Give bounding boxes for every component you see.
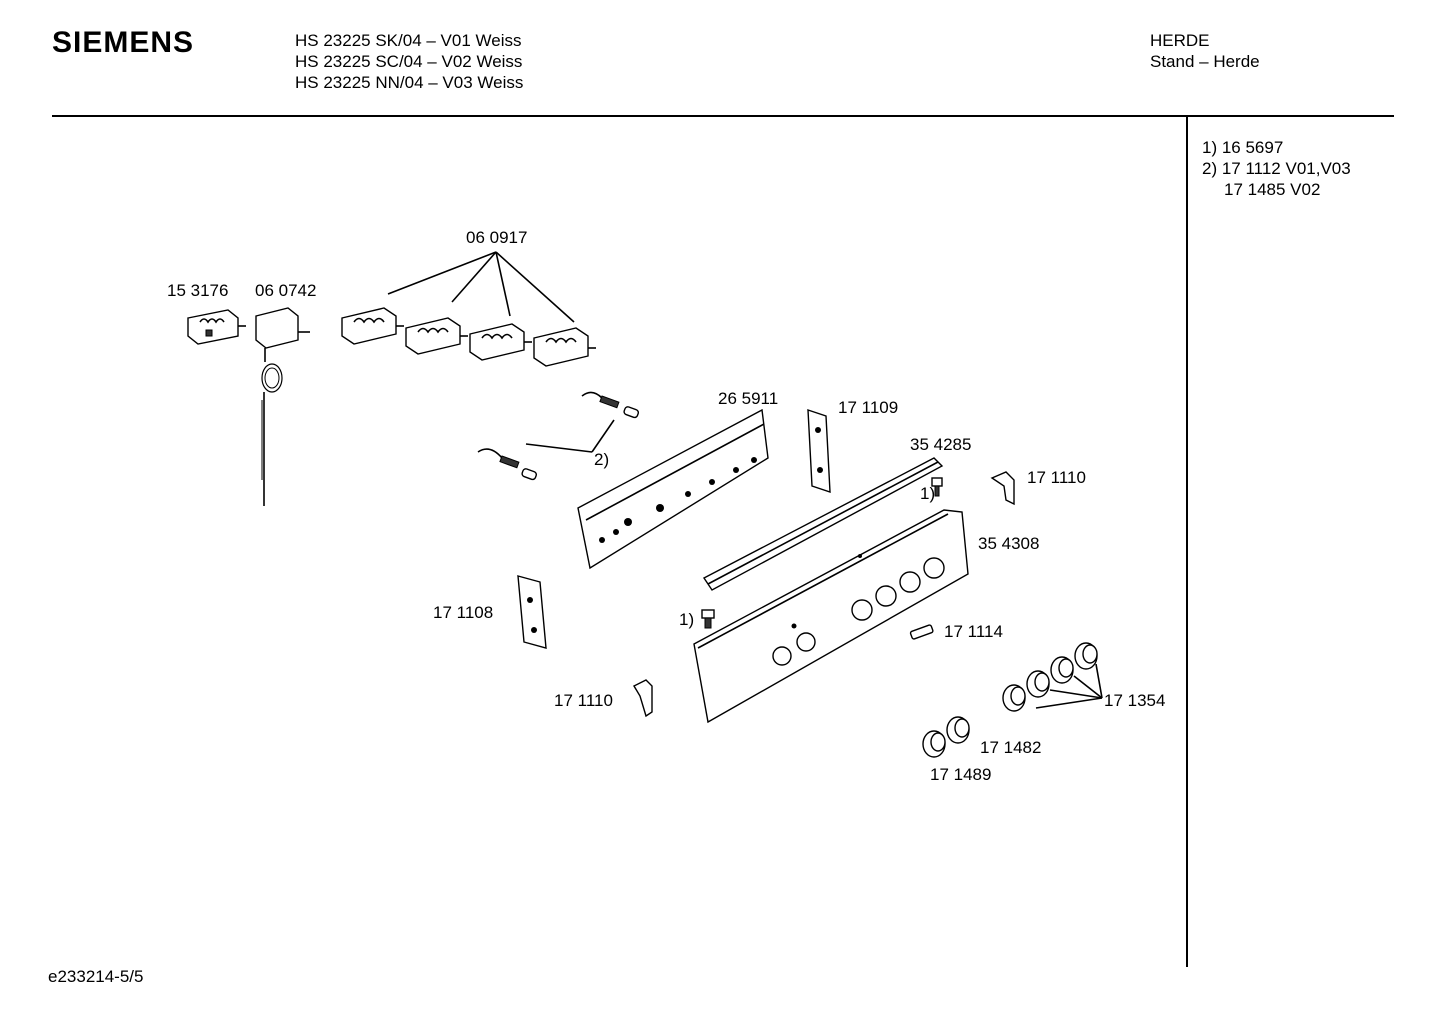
knob-171354-c[interactable] [1050,656,1074,684]
knob-171482[interactable] [946,716,970,744]
footer-code: e233214-5/5 [48,967,144,986]
side-bracket-171109[interactable] [807,409,831,493]
clip-171110-lower[interactable] [633,679,653,718]
knob-171354-a[interactable] [1002,684,1026,712]
selector-switch-060917-a[interactable] [341,307,404,345]
header-divider [52,115,1394,117]
label-171354: 17 1354 [1104,691,1165,710]
label-ref2: 2) [594,450,609,469]
model-line: HS 23225 NN/04 – V03 Weiss [295,73,524,92]
control-panel-354308[interactable] [693,509,969,724]
clip-171110-upper[interactable] [990,471,1015,506]
label-ref1-upper: 1) [920,484,935,503]
brand-logo: SIEMENS [52,26,195,59]
screw-lower[interactable] [701,609,715,629]
label-171110-upper: 17 1110 [1027,468,1086,487]
label-ref1-lower: 1) [679,610,694,629]
leader-ref2 [525,419,615,453]
label-153176: 15 3176 [167,281,228,300]
label-171482: 17 1482 [980,738,1041,757]
note-line: 1) 16 5697 [1202,138,1284,157]
model-line: HS 23225 SK/04 – V01 Weiss [295,31,522,50]
notes-divider [1186,117,1188,967]
label-171109: 17 1109 [838,398,898,417]
selector-switch-060917-c[interactable] [469,323,532,361]
knob-171354-d[interactable] [1074,642,1098,670]
label-060742: 06 0742 [255,281,316,300]
knob-171354-b[interactable] [1026,670,1050,698]
label-171108: 17 1108 [433,603,493,622]
knob-171489[interactable] [922,730,946,758]
leader-060917 [387,251,575,323]
screw-upper[interactable] [931,477,943,497]
category-block: HERDE Stand – Herde [1150,30,1260,72]
note-line: 2) 17 1112 V01,V03 [1202,159,1351,178]
model-list: HS 23225 SK/04 – V01 Weiss HS 23225 SC/0… [295,30,523,93]
panel-bracket-265911[interactable] [577,408,769,570]
leader-171354 [1035,663,1103,709]
rail-354285[interactable] [702,457,944,591]
label-171110-lower: 17 1110 [554,691,613,710]
label-171114: 17 1114 [944,622,1003,641]
side-bracket-171108[interactable] [517,575,547,649]
notes-panel: 1) 16 5697 2) 17 1112 V01,V03 17 1485 V0… [1202,137,1351,200]
category-subtitle: Stand – Herde [1150,52,1260,71]
selector-switch-060917-b[interactable] [405,317,468,355]
label-354308: 35 4308 [978,534,1039,553]
part-171114[interactable] [909,624,934,640]
lamp-holder-lower[interactable] [477,448,538,481]
thermostat-060742[interactable] [255,307,310,506]
lamp-holder-upper[interactable] [581,391,640,419]
model-line: HS 23225 SC/04 – V02 Weiss [295,52,523,71]
label-171489: 17 1489 [930,765,991,784]
note-line: 17 1485 V02 [1224,180,1321,199]
selector-switch-153176[interactable] [187,309,246,345]
selector-switch-060917-d[interactable] [533,327,596,367]
label-265911: 26 5911 [718,389,778,408]
category-title: HERDE [1150,31,1210,50]
label-060917: 06 0917 [466,228,527,247]
label-354285: 35 4285 [910,435,971,454]
